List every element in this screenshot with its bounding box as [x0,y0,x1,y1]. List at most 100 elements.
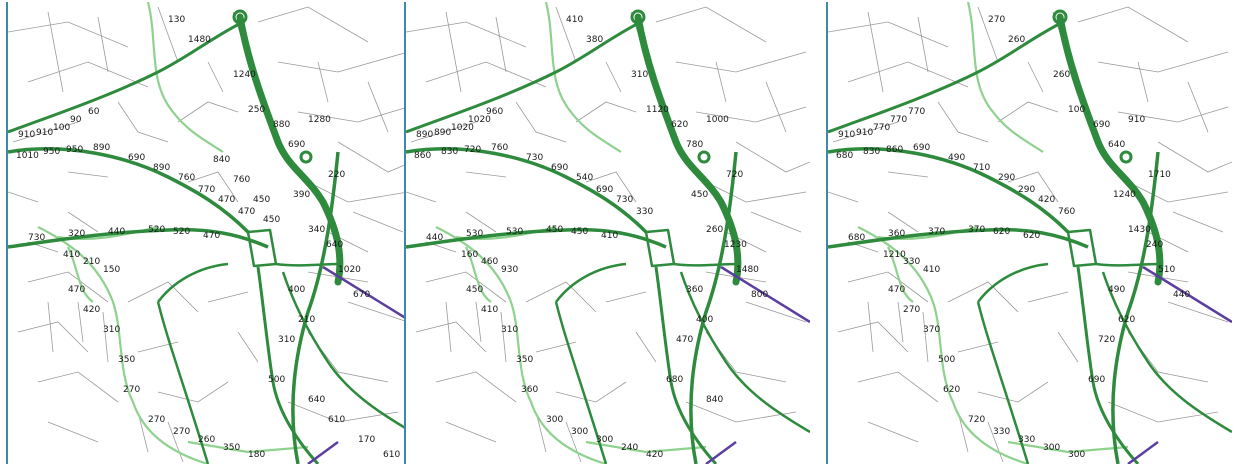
flow-label: 250 [248,105,265,115]
flow-label: 610 [328,415,345,425]
flow-label: 130 [168,15,185,25]
flow-label: 520 [148,225,165,235]
flow-label: 370 [968,225,985,235]
minor-street [1007,171,1059,203]
flow-label: 760 [178,173,195,183]
flow-label: 910 [1128,115,1145,125]
minor-street [12,121,79,143]
flow-label: 100 [1068,105,1085,115]
arterial-road [8,147,250,234]
flow-label: 330 [903,257,920,267]
flow-label: 260 [198,435,215,445]
flow-label: 680 [666,375,683,385]
flow-label: 320 [68,229,85,239]
flow-label: 310 [631,70,648,80]
flow-label: 760 [491,143,508,153]
flow-label: 830 [863,147,880,157]
flow-label: 1020 [338,265,361,275]
purple-route [322,265,412,324]
flow-label: 290 [998,173,1015,183]
flow-label: 450 [546,225,563,235]
minor-street [47,421,99,443]
arterial-road [8,227,269,249]
flow-label: 710 [973,163,990,173]
arterial-road [406,227,667,249]
flow-label: 690 [1093,120,1110,130]
flow-label: 370 [923,325,940,335]
flow-label: 720 [968,415,985,425]
minor-street [415,321,487,353]
flow-label: 440 [1173,290,1190,300]
minor-street [1107,401,1219,423]
roundabout [232,9,248,25]
flow-label: 450 [571,227,588,237]
collector-road [887,246,914,303]
minor-street [1117,106,1229,123]
arterial-road [828,20,1064,134]
flow-label: 620 [1023,231,1040,241]
minor-street [137,341,179,353]
minor-street [847,271,929,303]
flow-label: 260 [706,225,723,235]
minor-street [565,421,582,463]
minor-street [207,291,249,303]
minor-street [77,301,84,343]
arterial-road [673,262,742,267]
minor-street [977,6,999,63]
main-road [634,13,742,286]
minor-street [947,281,1019,313]
flow-label: 1710 [1148,170,1171,180]
minor-street [1027,61,1044,93]
arterial-road [256,266,320,464]
flow-label: 410 [923,265,940,275]
roundabout [1052,9,1068,25]
minor-street [257,6,369,43]
minor-street [887,171,929,178]
minor-street [535,341,577,353]
flow-label: 780 [686,140,703,150]
flow-label: 760 [233,175,250,185]
flow-label: 1480 [188,35,211,45]
minor-street [867,11,884,93]
minor-street [17,321,89,353]
flow-label: 1210 [883,250,906,260]
minor-street [67,171,109,178]
minor-street [410,121,477,143]
flow-label: 840 [706,395,723,405]
flow-label: 640 [326,240,343,250]
flow-label: 950 [43,147,60,157]
arterial-road [406,20,642,134]
flow-label: 1430 [1128,225,1151,235]
arterial-road [1101,271,1232,434]
flow-label: 1010 [16,151,39,161]
flow-label: 910 [18,130,35,140]
flow-label: 1020 [451,123,474,133]
arterial-road [156,301,210,464]
minor-street [1077,6,1189,43]
flow-label: 60 [88,107,100,117]
flow-label: 310 [501,325,518,335]
minor-street [525,281,597,313]
flow-label: 620 [1118,315,1135,325]
minor-street [575,101,637,123]
purple-route [705,440,737,464]
flow-label: 380 [586,35,603,45]
minor-street [695,106,807,123]
minor-street [705,181,807,203]
arterial-road [275,262,344,267]
flow-label: 330 [1018,435,1035,445]
minor-street [307,181,409,203]
flow-label: 270 [123,385,140,395]
flow-label: 840 [213,155,230,165]
minor-street [37,371,119,403]
flow-label: 160 [461,250,478,260]
minor-street [297,106,409,123]
flow-label: 770 [198,185,215,195]
minor-street [1187,81,1209,133]
purple-route [307,440,339,464]
flow-label: 640 [1108,140,1125,150]
flow-label: 300 [1043,443,1060,453]
flow-label: 410 [601,231,618,241]
